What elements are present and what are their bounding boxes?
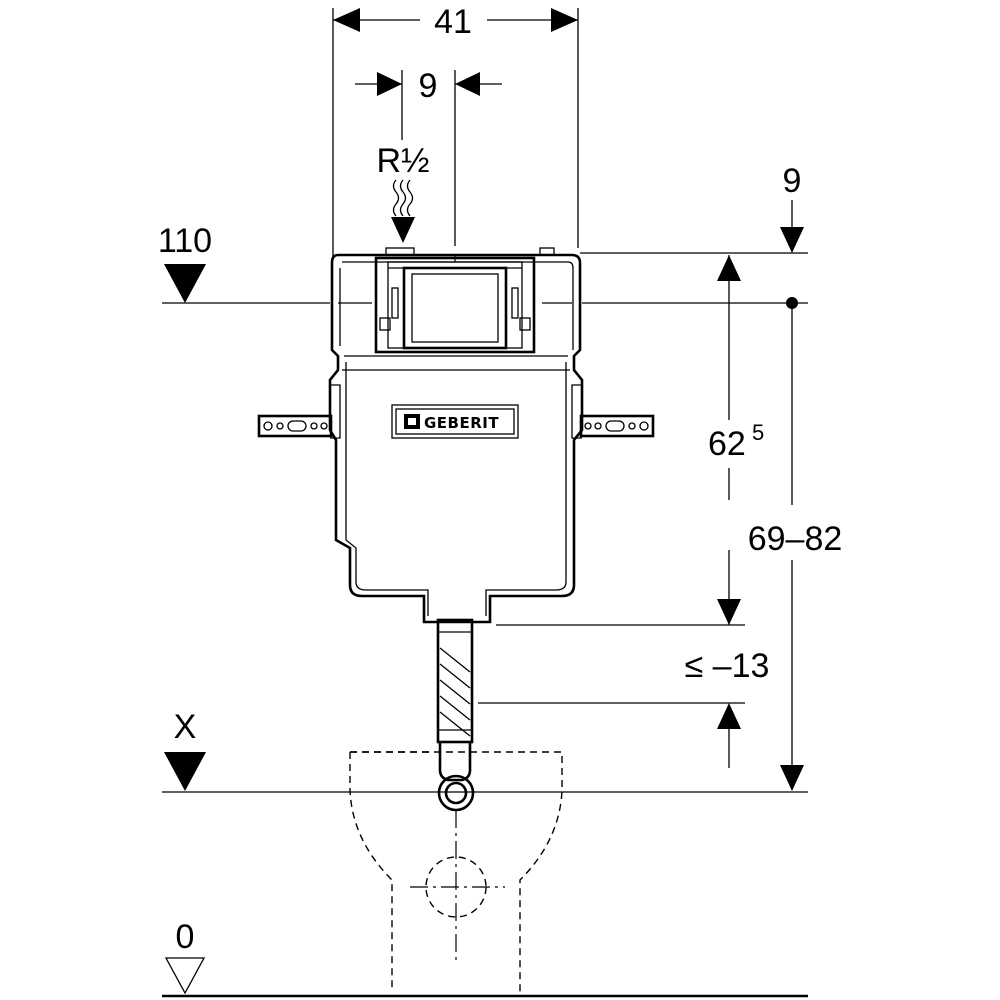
level-x-label: X (174, 708, 197, 746)
dimension-9-inlet: 9 (355, 67, 502, 246)
toilet-bowl (349, 751, 563, 992)
brand-logo: GEBERIT (424, 414, 499, 432)
dimension-62-5-label: 62 (708, 425, 746, 463)
cistern: GEBERIT (328, 247, 584, 624)
dimension-62-5: 62 5 (496, 255, 764, 626)
dimension-9-inlet-label: 9 (419, 67, 438, 105)
inlet-callout: R½ (377, 142, 430, 243)
dimension-69-82: 69–82 (748, 309, 843, 791)
dimension-62-5-sup: 5 (752, 420, 764, 445)
flush-pipe (436, 618, 475, 812)
dimension-9-top-label: 9 (783, 162, 802, 200)
level-marker-icon (164, 264, 206, 303)
dimension-minus-13-label: ≤ –13 (685, 647, 770, 685)
level-110-label: 110 (158, 222, 212, 260)
level-x: X (162, 708, 808, 793)
level-marker-icon (164, 957, 206, 995)
dimension-minus-13: ≤ –13 (478, 647, 769, 768)
level-0-label: 0 (176, 918, 195, 956)
dimension-41-label: 41 (434, 3, 472, 41)
dimension-69-82-label: 69–82 (748, 520, 843, 558)
level-marker-icon (164, 752, 206, 791)
dimension-9-top: 9 (580, 162, 808, 254)
water-supply-icon (391, 179, 415, 243)
level-110: 110 (158, 222, 808, 309)
level-0: 0 (162, 918, 808, 998)
dimension-41: 41 (332, 3, 579, 258)
bracket-right (579, 414, 655, 438)
bracket-left (257, 414, 333, 438)
inlet-label: R½ (377, 142, 430, 180)
